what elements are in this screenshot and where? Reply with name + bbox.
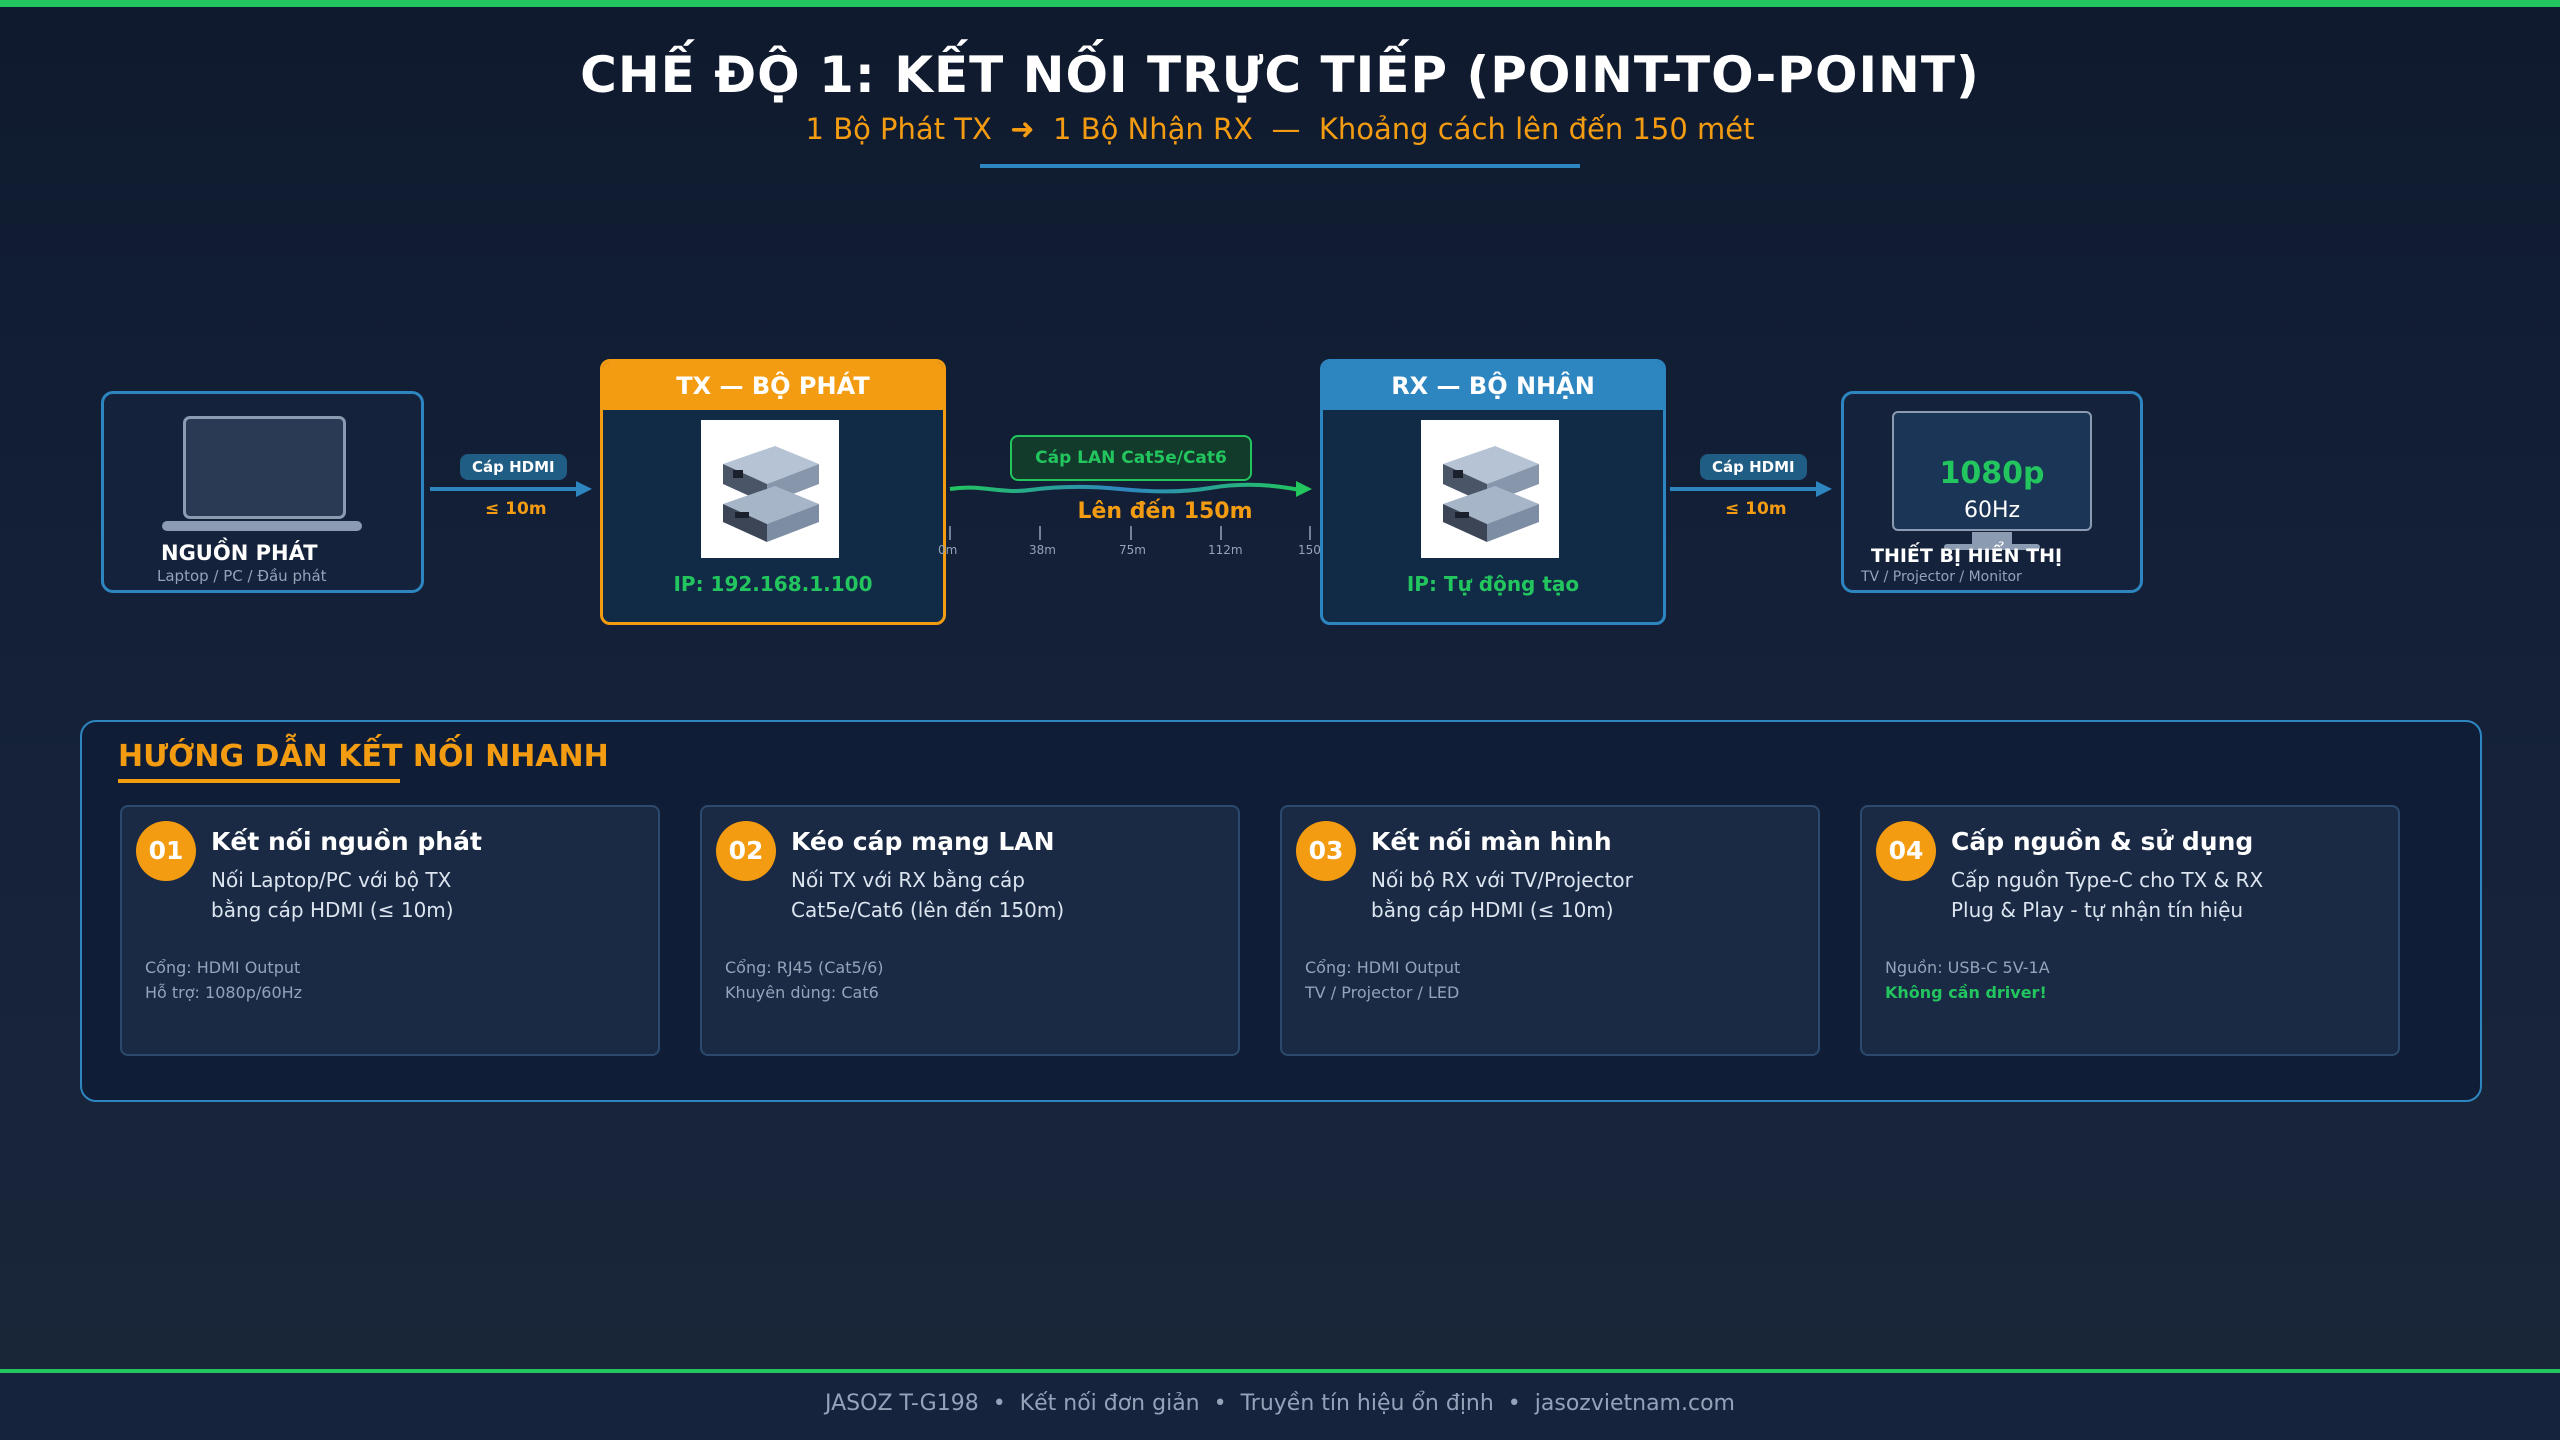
hdmi-left-arrow: [576, 481, 592, 497]
lan-tick-1: 38m: [1029, 543, 1056, 557]
lan-arrow: [1296, 481, 1312, 497]
step-desc-line: Nối bộ RX với TV/Projector: [1371, 868, 1633, 892]
step-note: Cổng: HDMI Output Hỗ trợ: 1080p/60Hz: [145, 955, 302, 1005]
rx-device-image: [1421, 420, 1559, 558]
source-title: NGUỒN PHÁT: [161, 541, 318, 565]
rx-header: RX — BỘ NHẬN: [1323, 362, 1663, 410]
step-card-2: 02 Kéo cáp mạng LAN Nối TX với RX bằng c…: [700, 805, 1240, 1056]
step-description: Nối Laptop/PC với bộ TX bằng cáp HDMI (≤…: [211, 865, 454, 925]
display-title: THIẾT BỊ HIỂN THỊ: [1871, 545, 2063, 567]
footer: [0, 1373, 2560, 1440]
lan-distance-ruler: [949, 526, 1311, 540]
source-device-box: NGUỒN PHÁT Laptop / PC / Đầu phát: [101, 391, 424, 593]
guide-title: HƯỚNG DẪN KẾT NỐI NHANH: [118, 739, 609, 774]
hdmi-right-arrow: [1816, 481, 1832, 497]
source-subtitle: Laptop / PC / Đầu phát: [157, 567, 327, 585]
rx-ip: IP: Tự động tạo: [1406, 572, 1580, 596]
step-card-3: 03 Kết nối màn hình Nối bộ RX với TV/Pro…: [1280, 805, 1820, 1056]
step-desc-line: bằng cáp HDMI (≤ 10m): [211, 898, 454, 922]
tx-header: TX — BỘ PHÁT: [603, 362, 943, 410]
hdmi-right-label: Cáp HDMI: [1700, 454, 1807, 480]
display-subtitle: TV / Projector / Monitor: [1861, 569, 2022, 585]
step-number: 01: [136, 821, 196, 881]
step-note-line: Nguồn: USB-C 5V-1A: [1885, 958, 2050, 977]
step-card-1: 01 Kết nối nguồn phát Nối Laptop/PC với …: [120, 805, 660, 1056]
step-description: Nối TX với RX bằng cáp Cat5e/Cat6 (lên đ…: [791, 865, 1064, 925]
step-number: 02: [716, 821, 776, 881]
lan-length: Lên đến 150m: [1077, 499, 1253, 524]
step-desc-line: Cat5e/Cat6 (lên đến 150m): [791, 898, 1065, 922]
step-note-line: Cổng: HDMI Output: [145, 958, 301, 977]
step-note-line: Hỗ trợ: 1080p/60Hz: [145, 983, 303, 1002]
display-refresh: 60Hz: [1963, 498, 2021, 523]
step-desc-line: Plug & Play - tự nhận tín hiệu: [1951, 898, 2244, 922]
display-resolution: 1080p: [1939, 456, 2045, 491]
tx-unit-box: TX — BỘ PHÁT IP: 192.168.1.100: [600, 359, 946, 625]
lan-cable-label: Cáp LAN Cat5e/Cat6: [1010, 435, 1252, 481]
step-note: Cổng: RJ45 (Cat5/6) Khuyên dùng: Cat6: [725, 955, 884, 1005]
step-note: Cổng: HDMI Output TV / Projector / LED: [1305, 955, 1460, 1005]
hdmi-left-label: Cáp HDMI: [460, 454, 567, 480]
step-number: 03: [1296, 821, 1356, 881]
tx-ip: IP: 192.168.1.100: [673, 572, 873, 596]
step-note-line: Cổng: RJ45 (Cat5/6): [725, 958, 884, 977]
step-description: Cấp nguồn Type-C cho TX & RX Plug & Play…: [1951, 865, 2263, 925]
page-subtitle: 1 Bộ Phát TX ➜ 1 Bộ Nhận RX — Khoảng các…: [805, 112, 1755, 146]
lan-tick-2: 75m: [1119, 543, 1146, 557]
lan-tick-0: 0m: [938, 543, 958, 557]
step-desc-line: Cấp nguồn Type-C cho TX & RX: [1951, 868, 2264, 892]
hdmi-left-length: ≤ 10m: [485, 499, 547, 519]
page-title: CHẾ ĐỘ 1: KẾT NỐI TRỰC TIẾP (POINT-TO-PO…: [580, 46, 1980, 104]
step-title: Kéo cáp mạng LAN: [791, 827, 1055, 856]
step-title: Cấp nguồn & sử dụng: [1951, 827, 2254, 856]
step-title: Kết nối màn hình: [1371, 827, 1612, 856]
display-device-box: 1080p 60Hz THIẾT BỊ HIỂN THỊ TV / Projec…: [1841, 391, 2143, 593]
hdmi-right-length: ≤ 10m: [1725, 499, 1787, 519]
guide-title-underline: [118, 779, 400, 783]
step-note-line: TV / Projector / LED: [1305, 983, 1460, 1002]
footer-text: JASOZ T-G198 • Kết nối đơn giản • Truyền…: [825, 1391, 1735, 1416]
step-note-line: Khuyên dùng: Cat6: [725, 983, 879, 1002]
footer-accent-line: [0, 1369, 2560, 1373]
extender-icon: [1443, 446, 1539, 542]
rx-unit-box: RX — BỘ NHẬN IP: Tự động tạo: [1320, 359, 1666, 625]
extender-icon: [723, 446, 819, 542]
step-note-highlight: Không cần driver!: [1885, 983, 2047, 1002]
lan-cable-wave: [949, 482, 1301, 494]
title-underline: [980, 164, 1580, 168]
lan-tick-3: 112m: [1208, 543, 1243, 557]
step-desc-line: Nối Laptop/PC với bộ TX: [211, 868, 452, 892]
step-title: Kết nối nguồn phát: [211, 827, 482, 856]
tx-device-image: [701, 420, 839, 558]
step-note: Nguồn: USB-C 5V-1A Không cần driver!: [1885, 955, 2050, 1005]
step-description: Nối bộ RX với TV/Projector bằng cáp HDMI…: [1371, 865, 1633, 925]
step-desc-line: Nối TX với RX bằng cáp: [791, 868, 1025, 892]
step-note-line: Cổng: HDMI Output: [1305, 958, 1461, 977]
step-card-4: 04 Cấp nguồn & sử dụng Cấp nguồn Type-C …: [1860, 805, 2400, 1056]
step-number: 04: [1876, 821, 1936, 881]
step-desc-line: bằng cáp HDMI (≤ 10m): [1371, 898, 1614, 922]
top-accent-bar: [0, 0, 2560, 7]
